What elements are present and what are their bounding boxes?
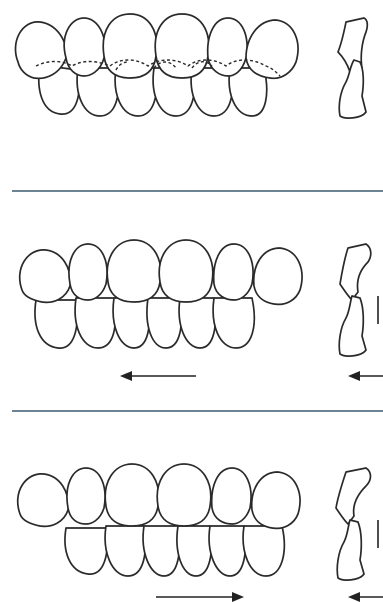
lower-tooth xyxy=(65,528,107,574)
lower-teeth-row xyxy=(35,298,254,348)
lower-teeth-row xyxy=(65,526,284,576)
lower-jaw-shift-arrow-right xyxy=(156,592,244,602)
upper-incisor-profile xyxy=(340,244,371,300)
lower-tooth xyxy=(243,526,284,576)
upper-tooth xyxy=(20,250,71,303)
profile-shift-arrow-left xyxy=(348,371,383,381)
upper-tooth xyxy=(254,248,302,304)
upper-tooth xyxy=(159,240,213,302)
upper-incisor-profile xyxy=(336,468,371,524)
profile-view-teeth xyxy=(336,468,378,580)
lower-tooth xyxy=(113,298,149,348)
shift-arrow-head-left xyxy=(120,371,132,381)
upper-tooth xyxy=(103,14,157,78)
upper-tooth xyxy=(105,464,159,526)
upper-tooth xyxy=(64,18,105,76)
upper-tooth xyxy=(212,468,251,524)
panel-centric xyxy=(15,14,367,118)
lower-incisor-profile xyxy=(339,296,366,356)
upper-tooth xyxy=(107,240,161,302)
lower-tooth xyxy=(147,298,181,348)
upper-tooth xyxy=(208,18,247,76)
lower-tooth xyxy=(177,526,211,576)
profile-view-teeth xyxy=(338,18,367,118)
lower-jaw-shift-arrow-left xyxy=(120,371,196,381)
upper-tooth xyxy=(214,244,253,300)
lower-tooth xyxy=(35,300,77,348)
upper-tooth xyxy=(67,468,105,524)
shift-arrow-head-right xyxy=(232,592,244,602)
lower-tooth xyxy=(105,526,145,576)
upper-teeth-row xyxy=(18,464,300,528)
upper-teeth-row xyxy=(20,240,302,304)
lower-tooth xyxy=(213,298,254,348)
lower-tooth xyxy=(143,526,179,576)
lower-incisor-profile xyxy=(339,60,366,118)
upper-tooth xyxy=(15,22,66,78)
panel-shift-right xyxy=(18,464,383,602)
profile-arrow-head-left xyxy=(348,371,360,381)
lower-tooth xyxy=(75,298,115,348)
panel-shift-left xyxy=(20,240,383,381)
lower-tooth xyxy=(179,298,215,348)
profile-arrow-head-left xyxy=(348,592,360,602)
lower-tooth xyxy=(209,526,245,576)
upper-tooth xyxy=(157,464,211,526)
profile-view-teeth xyxy=(339,244,378,356)
profile-shift-arrow-left xyxy=(348,592,383,602)
upper-tooth xyxy=(252,472,300,528)
upper-tooth xyxy=(18,474,69,527)
lower-incisor-profile xyxy=(337,520,364,580)
upper-tooth xyxy=(69,244,107,300)
upper-tooth xyxy=(155,14,209,78)
